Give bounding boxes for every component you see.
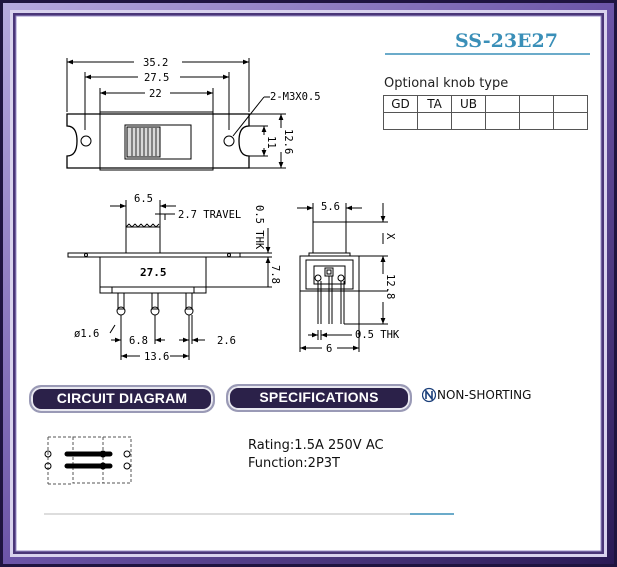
- knob-row-1: GD TA UB: [383, 95, 588, 113]
- pin-thk: 0.5 THK: [355, 329, 400, 341]
- knob-cell: [553, 112, 588, 130]
- dim-12-8: 12.8: [384, 274, 396, 299]
- dim-6-5: 6.5: [134, 193, 153, 205]
- dim-11: 11: [265, 136, 277, 149]
- dim-6-8: 6.8: [129, 335, 148, 347]
- circuit-diagram-label: CIRCUIT DIAGRAM: [56, 390, 188, 406]
- rating-text: Rating:1.5A 250V AC: [248, 438, 384, 453]
- dim-2-6: 2.6: [217, 335, 236, 347]
- pin-diameter: ø1.6: [74, 328, 99, 340]
- body-label: 27.5: [140, 266, 167, 279]
- front-view: 35.2 27.5 22: [66, 57, 321, 171]
- non-shorting-label: NON-SHORTING: [437, 388, 532, 402]
- knob-type-table: GD TA UB: [383, 95, 588, 130]
- dim-13-6: 13.6: [144, 351, 169, 363]
- dim-27-5: 27.5: [144, 72, 169, 84]
- thk-note-side: 0.5 THK: [253, 205, 265, 250]
- knob-table-title: Optional knob type: [384, 76, 509, 91]
- knob-row-2: [383, 112, 588, 130]
- dim-5-6: 5.6: [321, 201, 340, 213]
- non-shorting-icon: [422, 387, 436, 403]
- side-view: 6.5 2.7 TRAVEL 27.5: [67, 193, 281, 363]
- hole-note: 2-M3X0.5: [270, 91, 321, 103]
- specifications-label: SPECIFICATIONS: [259, 389, 379, 405]
- circuit-diagram-header: CIRCUIT DIAGRAM: [29, 385, 215, 413]
- dim-x: X: [384, 233, 396, 240]
- dim-7-8: 7.8: [269, 265, 281, 284]
- dim-22: 22: [149, 88, 162, 100]
- function-text: Function:2P3T: [248, 456, 340, 471]
- circuit-diagram: [44, 436, 132, 485]
- end-view: 5.6 X: [297, 201, 400, 355]
- travel-note: 2.7 TRAVEL: [178, 209, 241, 221]
- part-number-title: SS-23E27: [455, 30, 558, 52]
- dim-6: 6: [326, 343, 332, 355]
- dim-12-6: 12.6: [282, 129, 294, 154]
- specifications-header: SPECIFICATIONS: [226, 384, 412, 412]
- dim-35-2: 35.2: [143, 57, 168, 69]
- title-underline: [385, 53, 590, 55]
